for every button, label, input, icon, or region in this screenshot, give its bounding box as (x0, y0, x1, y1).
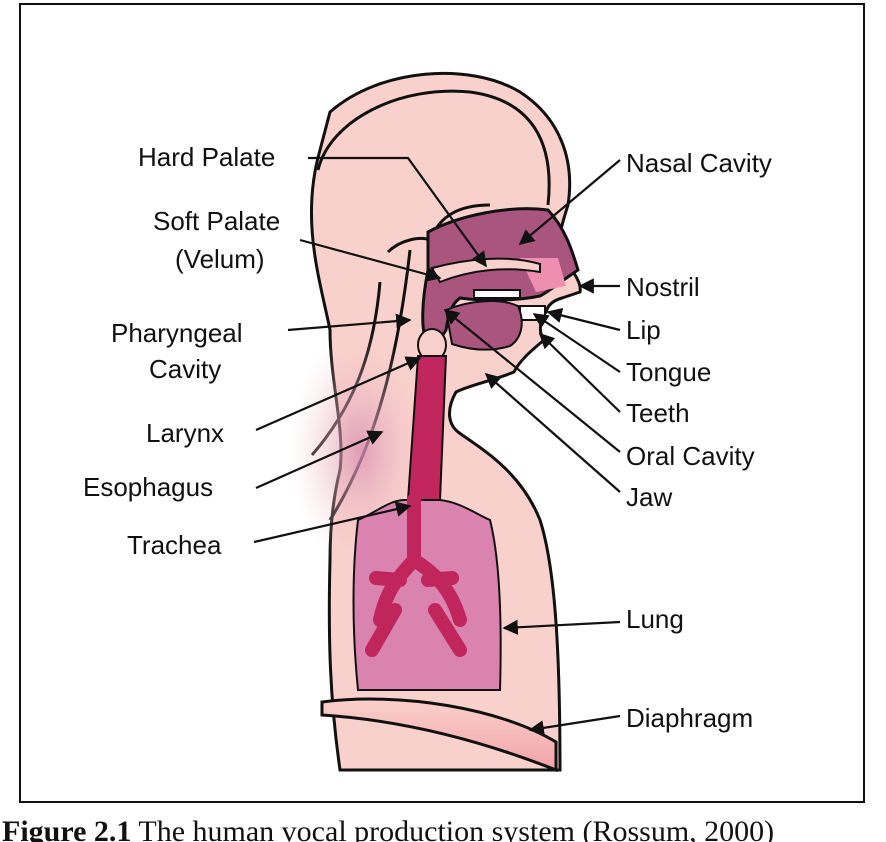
label-oral-cavity: Oral Cavity (626, 441, 755, 471)
label-diaphragm: Diaphragm (626, 703, 754, 733)
label-nostril: Nostril (626, 272, 700, 302)
label-lung: Lung (626, 604, 684, 634)
label-velum: (Velum) (175, 244, 265, 274)
label-tongue: Tongue (626, 357, 712, 387)
vocal-tract (417, 207, 580, 362)
label-pharyngeal-cavity: Cavity (149, 354, 222, 384)
label-hard-palate: Hard Palate (138, 142, 276, 172)
label-lip: Lip (626, 315, 661, 345)
leader-lines (253, 156, 621, 736)
label-esophagus: Esophagus (83, 472, 214, 502)
label-teeth: Teeth (626, 398, 690, 428)
label-jaw: Jaw (626, 482, 673, 512)
label-trachea: Trachea (127, 530, 222, 560)
label-pharyngeal: Pharyngeal (111, 318, 243, 348)
label-soft-palate: Soft Palate (153, 206, 281, 236)
label-nasal-cavity: Nasal Cavity (626, 148, 772, 178)
label-larynx: Larynx (146, 418, 225, 448)
lungs (352, 493, 502, 691)
diaphragm-shape (320, 697, 558, 773)
